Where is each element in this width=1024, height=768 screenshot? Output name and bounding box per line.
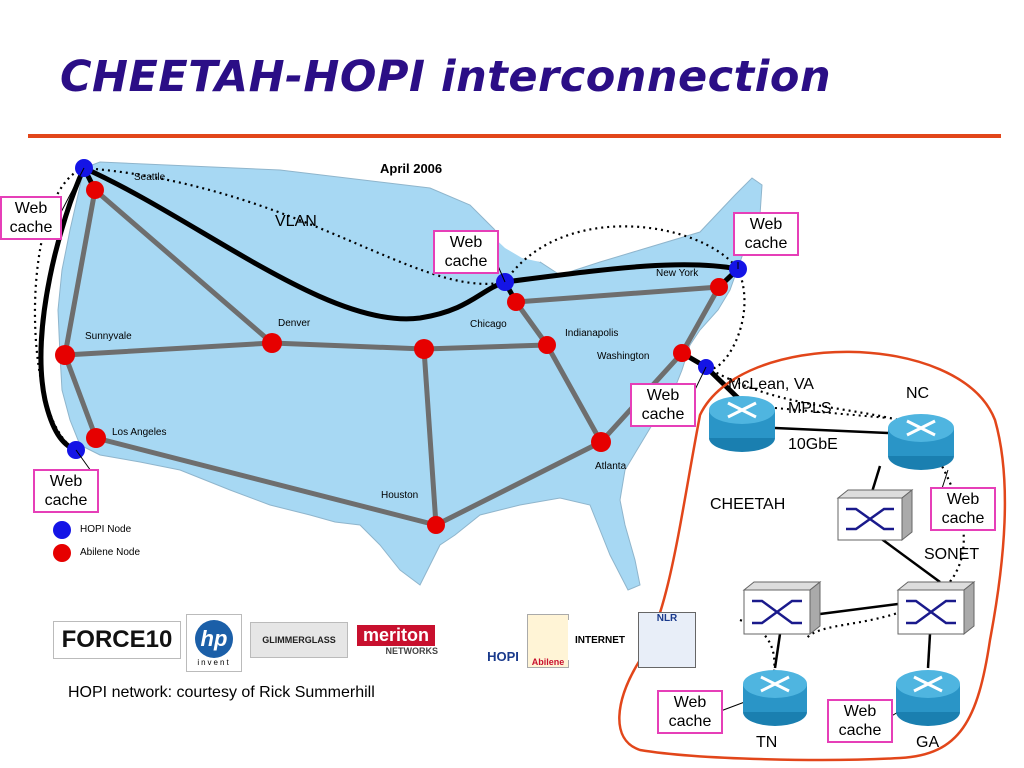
city-seattle: Seattle xyxy=(134,172,166,183)
web-cache-nc: Web cache xyxy=(930,487,996,531)
meriton-logo: meriton NETWORKS xyxy=(354,622,438,658)
abilene-node-seattle xyxy=(86,181,104,199)
web-cache-tn: Web cache xyxy=(657,690,723,734)
nc-label: NC xyxy=(906,385,930,402)
abilene-node-new-york xyxy=(710,278,728,296)
city-sunnyvale: Sunnyvale xyxy=(85,331,132,342)
meriton-logo-mark: meriton xyxy=(356,624,435,646)
legend-abilene-dot xyxy=(53,544,71,562)
web-cache-chicago: Web cache xyxy=(433,230,499,274)
web-cache-line2: cache xyxy=(444,253,488,270)
abilene-node-indianapolis xyxy=(538,336,556,354)
web-cache-line2: cache xyxy=(941,510,985,527)
router-nc xyxy=(888,414,954,470)
web-cache-line2: cache xyxy=(9,219,53,236)
cheetah-label: CHEETAH xyxy=(710,496,786,513)
web-cache-line2: cache xyxy=(44,492,88,509)
web-cache-line1: Web xyxy=(49,473,83,490)
mpls-label: MPLS xyxy=(788,400,832,417)
city-atlanta: Atlanta xyxy=(595,461,627,472)
city-chicago: Chicago xyxy=(470,319,507,330)
abilene-node-sunnyvale xyxy=(55,345,75,365)
hopi-logo: HOPI xyxy=(480,618,526,664)
date-label: April 2006 xyxy=(380,161,443,176)
web-cache-seattle: Web cache xyxy=(0,196,62,240)
web-cache-washington: Web cache xyxy=(630,383,696,427)
internet2-logo: INTERNET xyxy=(568,620,632,660)
sonet-switch-ga xyxy=(896,580,976,636)
legend-hopi-label: HOPI Node xyxy=(80,524,132,535)
web-cache-new-york: Web cache xyxy=(733,212,799,256)
router-ga xyxy=(896,670,960,726)
sonet-switch-nc xyxy=(836,488,914,542)
hp-logo: hp invent xyxy=(186,614,242,672)
abilene-node-denver xyxy=(262,333,282,353)
sonet-switch-tn xyxy=(742,580,822,636)
title-divider xyxy=(28,134,1001,138)
hp-logo-mark: hp xyxy=(195,619,233,658)
ga-label: GA xyxy=(916,734,940,751)
abilene-node-kansas xyxy=(414,339,434,359)
web-cache-line1: Web xyxy=(449,234,483,251)
nlr-logo: NLR xyxy=(638,612,696,668)
vlan-label: VLAN xyxy=(275,213,317,230)
web-cache-line1: Web xyxy=(946,491,980,508)
web-cache-line2: cache xyxy=(641,406,685,423)
web-cache-line1: Web xyxy=(673,694,707,711)
legend-abilene-label: Abilene Node xyxy=(80,547,141,558)
force10-logo: FORCE10 xyxy=(53,621,181,659)
abilene-links xyxy=(62,187,722,528)
great-lakes-shape xyxy=(488,225,540,262)
city-new-york: New York xyxy=(656,268,699,279)
cheetah-dotted-mpls xyxy=(774,407,889,419)
abilene-node-los-angeles xyxy=(86,428,106,448)
router-mclean xyxy=(709,396,775,452)
web-cache-line2: cache xyxy=(668,713,712,730)
city-indianapolis: Indianapolis xyxy=(565,328,619,339)
city-washington: Washington xyxy=(597,351,650,362)
tn-label: TN xyxy=(756,734,778,751)
abilene-nodes xyxy=(53,181,728,562)
abilene-node-atlanta xyxy=(591,432,611,452)
credit-text: HOPI network: courtesy of Rick Summerhil… xyxy=(68,684,375,701)
slide-title: CHEETAH-HOPI interconnection xyxy=(60,52,832,102)
web-cache-ga: Web cache xyxy=(827,699,893,743)
cheetah-links xyxy=(773,426,941,669)
web-cache-line1: Web xyxy=(14,200,48,217)
mclean-label: McLean, VA xyxy=(728,376,814,393)
abilene-node-chicago xyxy=(507,293,525,311)
city-los-angeles: Los Angeles xyxy=(112,427,167,438)
web-cache-line1: Web xyxy=(843,703,877,720)
sonet-label: SONET xyxy=(924,546,980,563)
city-houston: Houston xyxy=(381,490,419,501)
us-map-shape xyxy=(57,161,763,591)
web-cache-line2: cache xyxy=(838,722,882,739)
web-cache-line1: Web xyxy=(749,216,783,233)
meriton-logo-sub: NETWORKS xyxy=(385,645,439,656)
web-cache-los-angeles: Web cache xyxy=(33,469,99,513)
hp-logo-sub: invent xyxy=(197,657,231,667)
glimmerglass-logo: GLIMMERGLASS xyxy=(250,622,348,658)
legend-hopi-dot xyxy=(53,521,71,539)
web-cache-line2: cache xyxy=(744,235,788,252)
web-cache-line1: Web xyxy=(646,387,680,404)
gbe-label: 10GbE xyxy=(788,436,838,453)
router-tn xyxy=(743,670,807,726)
city-denver: Denver xyxy=(278,318,311,329)
abilene-logo: Abilene xyxy=(527,614,569,668)
abilene-node-houston xyxy=(427,516,445,534)
abilene-node-washington xyxy=(673,344,691,362)
